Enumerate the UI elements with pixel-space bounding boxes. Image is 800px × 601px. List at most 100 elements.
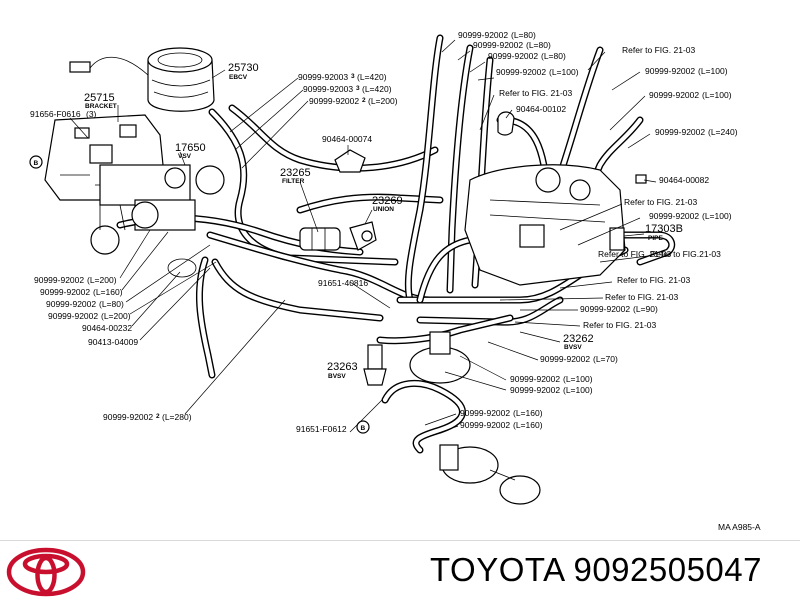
hose-mark: 2 — [156, 413, 160, 420]
callout-number: 90999-92002 — [48, 311, 98, 321]
callout-number: 90999-92002 — [34, 275, 84, 285]
hose-clamp-90464-00102 — [497, 111, 515, 136]
diagram-code: MA A985-A — [718, 522, 761, 532]
distributor — [439, 444, 541, 505]
callout-number: 90999-92002 — [655, 127, 705, 137]
callout-length: (L=160) — [513, 408, 543, 418]
clip-90464 — [334, 149, 366, 173]
callout-length: (L=420) — [362, 84, 392, 94]
callout-number: 90999-92002 — [496, 67, 546, 77]
hose-clamp-90464-00232 — [167, 258, 197, 278]
figure-ref: Refer to FIG. 21-03 — [622, 45, 695, 55]
bvsv-23262 — [409, 331, 471, 384]
part-number: 25715 — [84, 92, 115, 104]
part-number: 23265 — [280, 167, 311, 179]
ebcv-lead-wire — [69, 56, 149, 76]
part-name: PIPE — [648, 235, 663, 242]
figure-ref: Refer to FIG. 21-03 — [624, 197, 697, 207]
callout-number: 90999-92002 — [309, 96, 359, 106]
part-number: 17650 — [175, 142, 206, 154]
svg-text:B: B — [34, 160, 39, 167]
callout-number: 90999-92002 — [473, 40, 523, 50]
callout-length: (L=80) — [526, 40, 551, 50]
callout-number: 90999-92002 — [510, 385, 560, 395]
callout-length: (L=100) — [563, 374, 593, 384]
part-number: 25730 — [228, 62, 259, 74]
part-number: 23269 — [372, 195, 403, 207]
callout-number: 90999-92002 — [649, 211, 699, 221]
figure-ref: Refer to FIG. 21-03 — [605, 292, 678, 302]
callout-number: 91651-40816 — [318, 278, 368, 288]
callout-number: 90464-00232 — [82, 323, 132, 333]
callout-number: 90999-92002 — [645, 66, 695, 76]
callout-length: (L=100) — [702, 90, 732, 100]
callout-number: 90999-92002 — [103, 412, 153, 422]
vacuum-hose-diagram: B B — [29, 30, 761, 532]
union-fitting — [349, 221, 377, 251]
callout-number: 90464-00074 — [322, 134, 372, 144]
svg-text:B: B — [361, 425, 366, 432]
callout-length: (L=100) — [698, 66, 728, 76]
callout-number: 91656-F0616 — [30, 109, 81, 119]
part-number: 17303B — [645, 223, 683, 235]
callout-number: 90999-92002 — [460, 420, 510, 430]
ebcv-valve — [147, 47, 215, 112]
callout-number: 90999-92002 — [580, 304, 630, 314]
vsv-valve-group — [90, 164, 225, 255]
figure-ref: Refer to FIG.21-03 — [650, 249, 721, 259]
callout-length: (L=80) — [99, 299, 124, 309]
figure-references: Refer to FIG. 21-03 Refer to FIG. 21-03 … — [499, 45, 721, 330]
callout-number: 90999-92002 — [649, 90, 699, 100]
callout-number: 90999-92002 — [510, 374, 560, 384]
pipe-17303b — [609, 227, 625, 251]
callout-number: 90999-92002 — [488, 51, 538, 61]
hose-mark: 3 — [356, 85, 360, 92]
part-name: BRACKET — [85, 103, 117, 110]
callout-labels: 91656-F0616 (3) 90999-92003 3 (L=420) 90… — [30, 30, 738, 434]
part-number: 23263 — [327, 361, 358, 373]
callout-length: (L=200) — [87, 275, 117, 285]
callout-length: (L=200) — [101, 311, 131, 321]
part-name: VSV — [178, 153, 192, 160]
callout-number: 90464-00102 — [516, 104, 566, 114]
circle-b-marker: B B — [29, 155, 370, 434]
callout-length: (L=280) — [162, 412, 192, 422]
hose-mark: 3 — [351, 73, 355, 80]
engine-block — [464, 164, 626, 286]
figure-ref: Refer to FIG. 21-03 — [598, 249, 671, 259]
callout-length: (L=80) — [511, 30, 536, 40]
callout-length: (L=70) — [593, 354, 618, 364]
callout-length: (L=90) — [633, 304, 658, 314]
figure-ref: Refer to FIG. 21-03 — [583, 320, 656, 330]
hose-clamp-90464-00082 — [635, 174, 647, 184]
callout-length: (L=420) — [357, 72, 387, 82]
part-name: EBCV — [229, 74, 248, 81]
hose-mark: 2 — [362, 97, 366, 104]
part-labels: 25730 EBCV 25715 BRACKET 17650 VSV 23265… — [84, 62, 683, 380]
part-name: FILTER — [282, 178, 305, 185]
callout-number: 90413-04009 — [88, 337, 138, 347]
callout-number: 90999-92002 — [460, 408, 510, 418]
callout-number: 90999-92002 — [40, 287, 90, 297]
callout-length: (L=160) — [513, 420, 543, 430]
callout-length: (L=200) — [368, 96, 398, 106]
callout-length: (L=240) — [708, 127, 738, 137]
callout-length: (L=80) — [541, 51, 566, 61]
callout-number: 91651-F0612 — [296, 424, 347, 434]
callout-length: (L=100) — [549, 67, 579, 77]
figure-ref: Refer to FIG. 21-03 — [617, 275, 690, 285]
footer-bar: TOYOTA 9092505047 — [0, 540, 800, 601]
callout-number: 90999-92003 — [298, 72, 348, 82]
filter-part — [299, 227, 341, 251]
part-number: 23262 — [563, 333, 594, 345]
part-name: BVSV — [564, 344, 582, 351]
callout-length: (L=160) — [93, 287, 123, 297]
callout-number: 90999-92002 — [46, 299, 96, 309]
callout-length: (L=100) — [563, 385, 593, 395]
callout-qty: (3) — [86, 109, 97, 119]
part-title: TOYOTA 9092505047 — [429, 551, 762, 588]
leader-lines — [69, 39, 657, 437]
callout-length: (L=100) — [702, 211, 732, 221]
bvsv-23263 — [363, 344, 387, 386]
figure-ref: Refer to FIG. 21-03 — [499, 88, 572, 98]
